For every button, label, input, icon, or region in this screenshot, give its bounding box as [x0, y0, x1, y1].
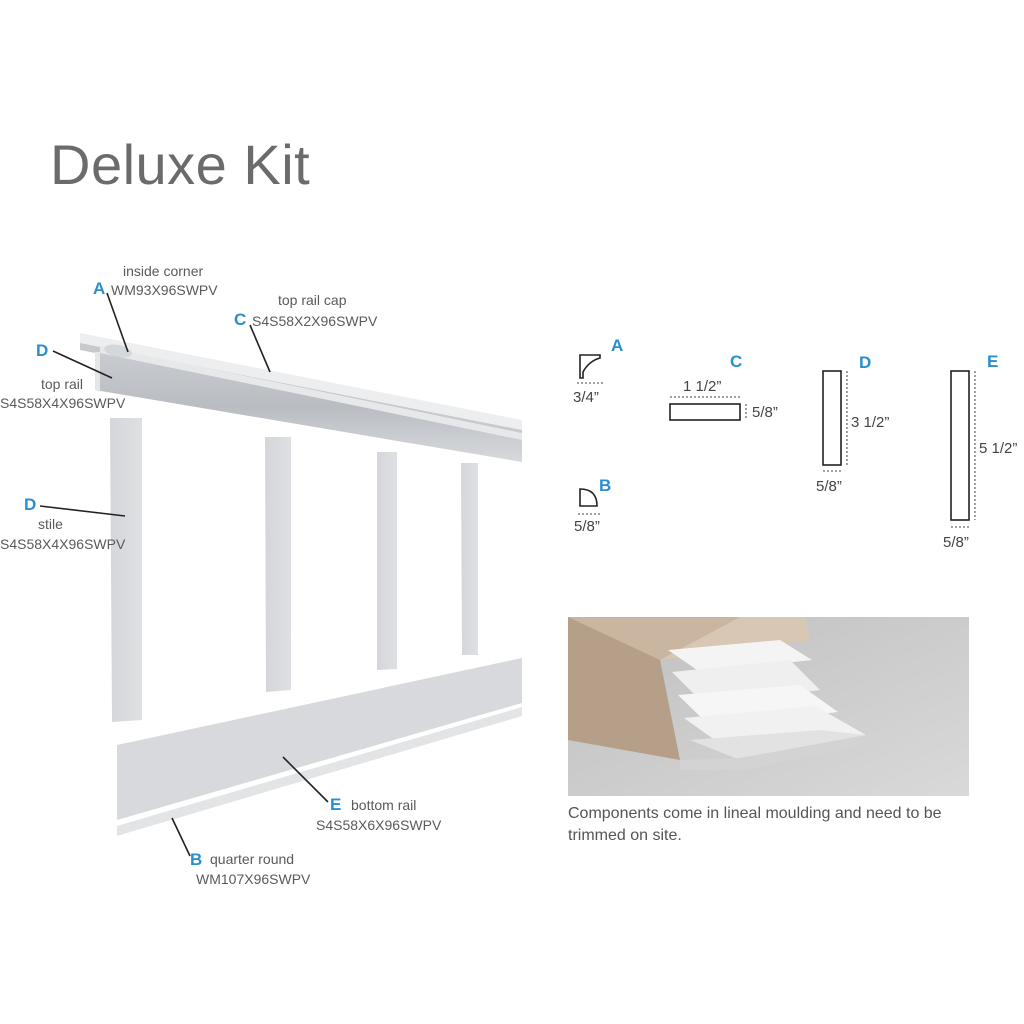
profile-b-shape — [578, 488, 600, 515]
profile-e-letter: E — [987, 352, 999, 371]
profile-a-shape — [577, 354, 604, 384]
profile-a-letter: A — [611, 336, 624, 355]
profile-b-width: 5/8” — [574, 518, 600, 535]
inside-corner-letter: A — [93, 279, 106, 298]
stile-code: S4S58X4X96SWPV — [0, 536, 126, 552]
profile-d-height: 3 1/2” — [851, 414, 890, 431]
page-title: Deluxe Kit — [50, 133, 311, 196]
profile-c-shape — [669, 396, 747, 421]
profile-b-letter: B — [599, 476, 612, 495]
bottom-rail-letter: E — [330, 795, 342, 814]
stile-2 — [265, 437, 291, 692]
stile-1 — [110, 418, 142, 722]
profile-d-thickness: 5/8” — [816, 478, 842, 495]
profile-e-shape — [950, 370, 976, 528]
profile-c-thickness: 5/8” — [752, 404, 778, 421]
bottom-rail-code: S4S58X6X96SWPV — [316, 817, 442, 833]
top-rail-cap-code: S4S58X2X96SWPV — [252, 313, 378, 329]
quarter-round-code: WM107X96SWPV — [196, 871, 311, 887]
bottom-rail-name: bottom rail — [351, 797, 417, 813]
inside-corner-code: WM93X96SWPV — [111, 282, 218, 298]
profile-e-height: 5 1/2” — [979, 440, 1018, 457]
stile-3 — [377, 452, 397, 670]
photo-caption: Components come in lineal moulding and n… — [568, 805, 942, 844]
top-rail-code: S4S58X4X96SWPV — [0, 395, 126, 411]
top-rail-letter: D — [36, 341, 49, 360]
stile-name: stile — [38, 516, 63, 532]
top-rail-cap-letter: C — [234, 310, 247, 329]
inside-corner — [100, 344, 522, 442]
stile-letter: D — [24, 495, 37, 514]
quarter-round — [117, 707, 522, 836]
stile-4 — [461, 463, 478, 655]
product-photo — [568, 617, 969, 796]
profile-a-width: 3/4” — [573, 389, 599, 406]
bottom-rail — [117, 658, 522, 820]
stiles — [110, 418, 478, 722]
profile-c-width: 1 1/2” — [683, 378, 722, 395]
top-rail — [95, 352, 522, 462]
profile-d-shape — [822, 370, 848, 472]
profile-c-letter: C — [730, 352, 743, 371]
top-rail-cap-name: top rail cap — [278, 292, 347, 308]
inside-corner-name: inside corner — [123, 263, 204, 279]
profile-d-letter: D — [859, 353, 872, 372]
leader-lines — [39, 292, 329, 857]
quarter-round-letter: B — [190, 850, 203, 869]
quarter-round-name: quarter round — [210, 851, 295, 867]
top-rail-name: top rail — [41, 376, 84, 392]
profile-e-thickness: 5/8” — [943, 534, 969, 551]
